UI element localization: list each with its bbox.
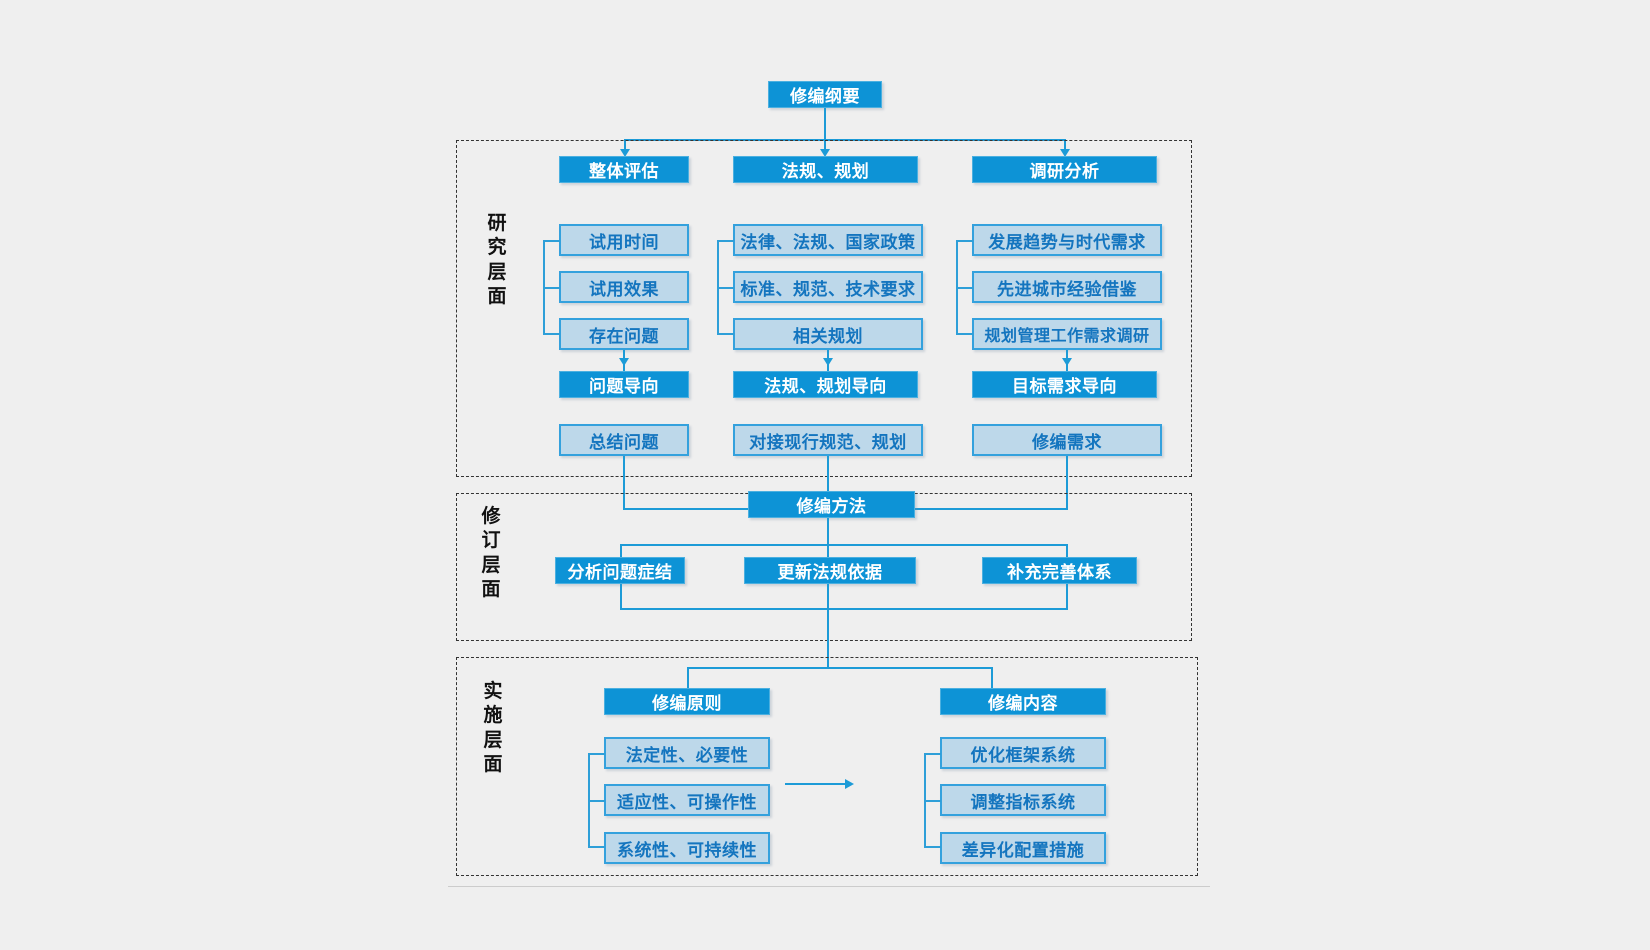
layer-box-research [456,140,1192,477]
connector-impl-drop-1 [687,667,689,689]
node-revision-item-3[interactable]: 补充完善体系 [982,557,1137,584]
node-outcome-2[interactable]: 对接现行规范、规划 [733,424,923,456]
connector-root-drop-2 [824,139,826,151]
connector-outcome-drop-1 [623,456,625,509]
node-research-item-3-2[interactable]: 先进城市经验借鉴 [972,271,1162,303]
node-impl-item-2-2[interactable]: 调整指标系统 [940,784,1106,816]
node-impl-item-1-2[interactable]: 适应性、可操作性 [604,784,770,816]
node-revision-item-2[interactable]: 更新法规依据 [744,557,916,584]
bracket-research-col-3-arm-2 [956,287,973,289]
bracket-impl-group-2-arm-3 [924,846,941,848]
connector-revision-drop-1 [620,544,622,557]
connector-revision-out-bus [620,608,1068,610]
layer-box-implementation [456,657,1198,876]
node-revision-item-1[interactable]: 分析问题症结 [555,557,685,584]
arrowhead-orientation-1 [619,358,629,366]
node-impl-item-1-3[interactable]: 系统性、可持续性 [604,832,770,864]
node-impl-head-1[interactable]: 修编原则 [604,688,770,715]
arrowhead-root-drop-3 [1060,149,1070,157]
bracket-research-col-1-arm-1 [543,240,560,242]
bracket-impl-group-1-arm-3 [588,846,605,848]
connector-root-stem [824,108,826,140]
node-research-item-2-2[interactable]: 标准、规范、技术要求 [733,271,923,303]
bracket-impl-group-2-arm-2 [924,800,941,802]
connector-revision-bus [620,544,1068,546]
bottom-divider [448,886,1210,887]
node-research-item-1-3[interactable]: 存在问题 [559,318,689,350]
node-research-head-1[interactable]: 整体评估 [559,156,689,183]
node-revision-head[interactable]: 修编方法 [748,491,915,518]
node-research-item-3-3[interactable]: 规划管理工作需求调研 [972,318,1162,350]
bracket-impl-group-2-arm-1 [924,753,941,755]
node-outcome-3[interactable]: 修编需求 [972,424,1162,456]
node-research-item-3-1[interactable]: 发展趋势与时代需求 [972,224,1162,256]
bracket-impl-group-1-arm-1 [588,753,605,755]
connector-revision-out-2 [827,584,829,668]
node-orientation-3[interactable]: 目标需求导向 [972,371,1157,398]
connector-revision-stem [827,518,829,545]
layer-label-revision: 修订层面 [481,506,501,600]
node-research-item-2-1[interactable]: 法律、法规、国家政策 [733,224,923,256]
layer-label-research: 研究层面 [487,213,507,307]
node-impl-item-2-3[interactable]: 差异化配置措施 [940,832,1106,864]
bracket-impl-group-1-arm-2 [588,800,605,802]
node-root-outline[interactable]: 修编纲要 [768,81,882,108]
node-research-head-2[interactable]: 法规、规划 [733,156,918,183]
connector-impl-drop-2 [991,667,993,689]
node-orientation-1[interactable]: 问题导向 [559,371,689,398]
arrowhead-root-drop-1 [620,149,630,157]
node-impl-head-2[interactable]: 修编内容 [940,688,1106,715]
node-research-item-1-2[interactable]: 试用效果 [559,271,689,303]
connector-revision-drop-2 [827,544,829,557]
connector-revision-drop-3 [1066,544,1068,557]
connector-revision-out-1 [620,584,622,609]
connector-outcome-drop-3 [1066,456,1068,509]
node-research-head-3[interactable]: 调研分析 [972,156,1157,183]
arrowhead-orientation-2 [823,358,833,366]
arrowhead-orientation-3 [1062,358,1072,366]
bracket-research-col-3-arm-3 [956,333,973,335]
bracket-research-col-3-arm-1 [956,240,973,242]
bracket-research-col-2-arm-1 [717,240,734,242]
bracket-research-col-1-arm-3 [543,333,560,335]
node-impl-item-1-1[interactable]: 法定性、必要性 [604,737,770,769]
bracket-research-col-1-arm-2 [543,287,560,289]
connector-impl-crosslink [785,783,847,785]
arrowhead-root-drop-2 [820,149,830,157]
bracket-research-col-2-arm-2 [717,287,734,289]
connector-root-drop-1 [624,139,626,151]
arrow-right-icon [845,779,854,789]
connector-impl-bus [687,667,992,669]
connector-outcome-drop-2 [827,456,829,503]
node-orientation-2[interactable]: 法规、规划导向 [733,371,918,398]
connector-revision-out-3 [1066,584,1068,609]
node-research-item-2-3[interactable]: 相关规划 [733,318,923,350]
node-research-item-1-1[interactable]: 试用时间 [559,224,689,256]
node-impl-item-2-1[interactable]: 优化框架系统 [940,737,1106,769]
bracket-research-col-2-arm-3 [717,333,734,335]
connector-root-drop-3 [1064,139,1066,151]
node-outcome-1[interactable]: 总结问题 [559,424,689,456]
layer-label-implementation: 实施层面 [483,681,503,775]
